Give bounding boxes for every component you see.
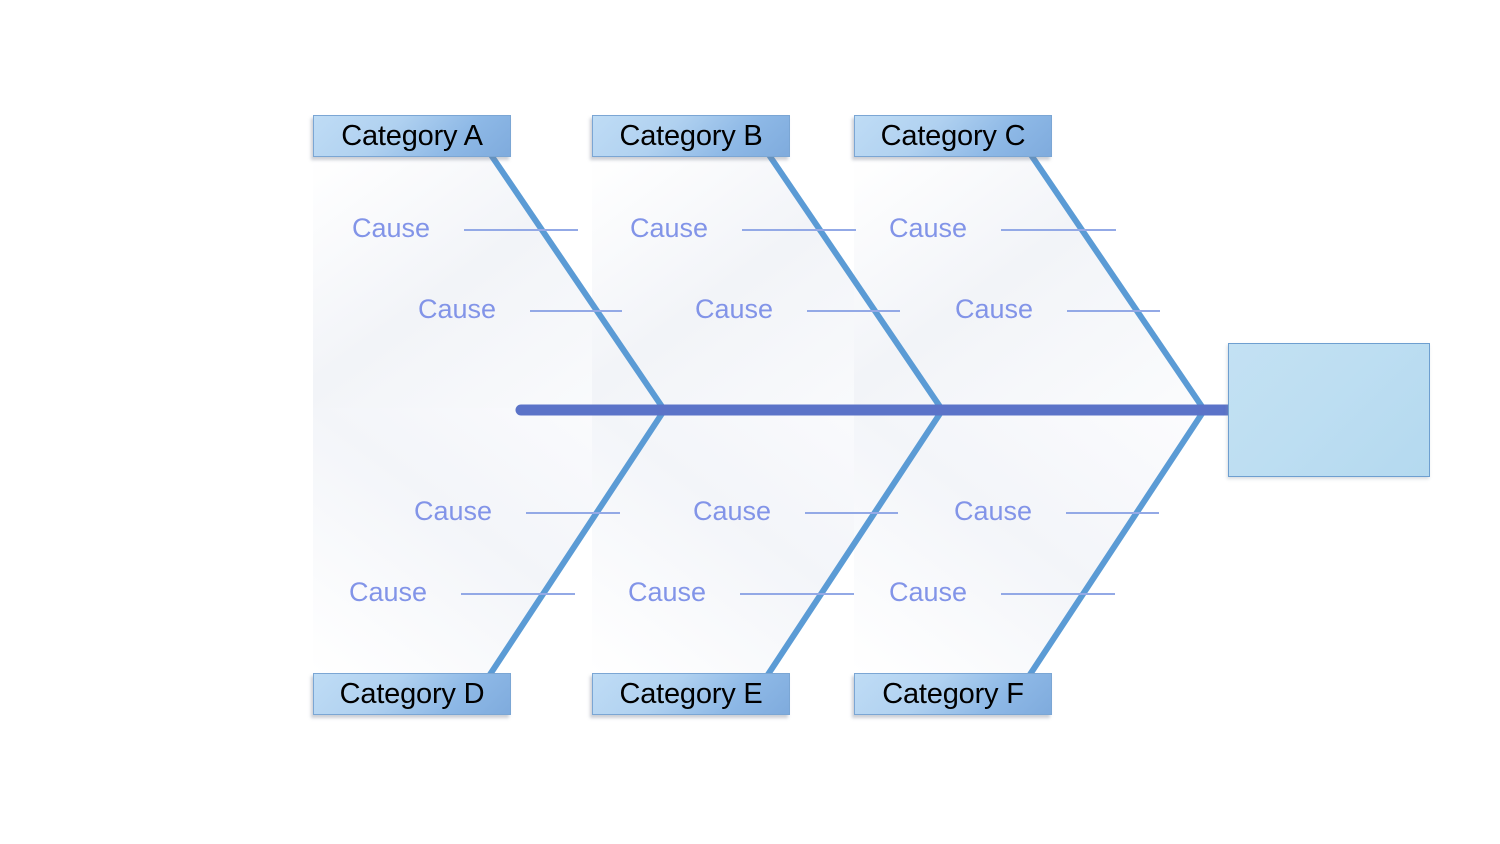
category-label-b: Category B	[619, 119, 763, 152]
category-label-d: Category D	[339, 677, 485, 710]
category-box-f[interactable]: Category F	[854, 673, 1052, 715]
cause-label-a1[interactable]: Cause	[352, 213, 431, 243]
category-label-e: Category E	[619, 677, 763, 710]
cause-connector-lines	[461, 229, 1160, 595]
wedge-shading-bottom	[313, 408, 1206, 673]
cause-label-b2[interactable]: Cause	[695, 294, 774, 324]
wedge-shading-top	[313, 157, 1206, 412]
category-box-a[interactable]: Category A	[313, 115, 511, 157]
cause-label-c1[interactable]: Cause	[889, 213, 968, 243]
cause-label-d2[interactable]: Cause	[349, 577, 428, 607]
cause-label-f1[interactable]: Cause	[954, 496, 1033, 526]
cause-label-c2[interactable]: Cause	[955, 294, 1034, 324]
category-label-c: Category C	[880, 119, 1026, 152]
cause-label-e1[interactable]: Cause	[693, 496, 772, 526]
category-bones	[486, 150, 1210, 678]
cause-label-b1[interactable]: Cause	[630, 213, 709, 243]
category-box-b[interactable]: Category B	[592, 115, 790, 157]
cause-label-a2[interactable]: Cause	[418, 294, 497, 324]
cause-label-e2[interactable]: Cause	[628, 577, 707, 607]
cause-label-d1[interactable]: Cause	[414, 496, 493, 526]
bone-category-d	[486, 404, 670, 678]
bone-category-b	[764, 150, 948, 416]
bone-category-a	[486, 150, 670, 416]
category-box-e[interactable]: Category E	[592, 673, 790, 715]
bone-category-f	[1026, 404, 1210, 678]
category-label-f: Category F	[882, 677, 1024, 710]
category-label-a: Category A	[341, 119, 483, 152]
category-box-c[interactable]: Category C	[854, 115, 1052, 157]
bone-category-e	[764, 404, 948, 678]
bone-category-c	[1026, 150, 1210, 416]
cause-label-f2[interactable]: Cause	[889, 577, 968, 607]
category-box-d[interactable]: Category D	[313, 673, 511, 715]
effect-box[interactable]	[1228, 343, 1430, 477]
